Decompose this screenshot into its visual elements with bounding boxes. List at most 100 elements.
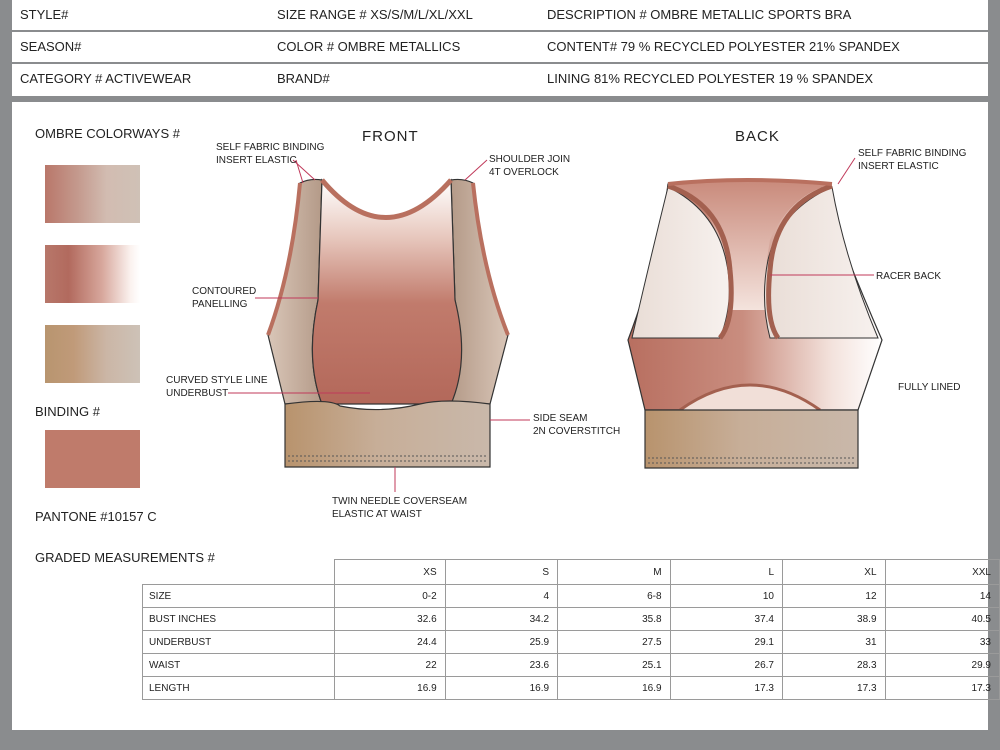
binding-label: BINDING #	[35, 404, 101, 419]
row-label: BUST INCHES	[141, 607, 336, 631]
callout-front-binding-line2: INSERT ELASTIC	[216, 155, 297, 166]
colorways-label: OMBRE COLORWAYS #	[35, 126, 180, 141]
measurement-cell: 40.5	[884, 607, 1000, 631]
measurement-cell: 17.3	[782, 676, 886, 700]
measurement-cell: 35.8	[557, 607, 671, 631]
table-header-blank	[142, 559, 336, 585]
binding-swatch	[45, 430, 140, 488]
callout-shoulder-line1: SHOULDER JOIN	[489, 154, 571, 165]
front-title: FRONT	[362, 128, 419, 145]
back-view	[627, 178, 883, 469]
colorway-swatch-3	[45, 325, 140, 383]
callout-shoulder: SHOULDER JOIN 4T OVERLOCK	[489, 153, 570, 179]
measurement-cell: 14	[884, 584, 1000, 608]
measurement-cell: 0-2	[334, 584, 446, 608]
callout-fully-lined: FULLY LINED	[898, 382, 961, 393]
measurement-cell: 34.2	[444, 607, 559, 631]
content: CONTENT# 79 % RECYCLED POLYESTER 21% SPA…	[547, 39, 900, 54]
header-divider	[12, 96, 988, 102]
callout-twin-needle: TWIN NEEDLE COVERSEAM ELASTIC AT WAIST	[332, 495, 467, 521]
callout-back-binding: SELF FABRIC BINDING INSERT ELASTIC	[858, 147, 966, 173]
row-label: LENGTH	[141, 676, 336, 700]
measurement-cell: 32.6	[334, 607, 446, 631]
measurement-cell: 16.9	[334, 676, 446, 700]
callout-front-binding-line1: SELF FABRIC BINDING	[216, 142, 325, 153]
spec-header: STYLE# SIZE RANGE # XS/S/M/L/XL/XXL DESC…	[12, 0, 988, 100]
frame-left	[0, 0, 12, 750]
callout-back-binding-line1: SELF FABRIC BINDING	[858, 148, 967, 159]
measurement-cell: 16.9	[444, 676, 559, 700]
size-header: XL	[782, 559, 886, 585]
callout-panelling-line2: PANELLING	[192, 299, 248, 310]
callout-side-seam: SIDE SEAM 2N COVERSTITCH	[533, 412, 620, 438]
colorway-swatch-1	[45, 165, 140, 223]
color: COLOR # OMBRE METALLICS	[277, 39, 461, 54]
header-row-2: SEASON# COLOR # OMBRE METALLICS CONTENT#…	[12, 32, 988, 64]
measurement-cell: 17.3	[884, 676, 1000, 700]
measurement-cell: 4	[444, 584, 559, 608]
measurement-cell: 25.9	[444, 630, 559, 654]
measurement-cell: 25.1	[557, 653, 671, 677]
front-view	[266, 178, 510, 468]
measurement-cell: 37.4	[669, 607, 784, 631]
callout-racer-back: RACER BACK	[876, 271, 942, 282]
description: DESCRIPTION # OMBRE METALLIC SPORTS BRA	[547, 7, 852, 22]
callout-shoulder-line2: 4T OVERLOCK	[489, 167, 559, 178]
measurement-cell: 23.6	[444, 653, 559, 677]
lining: LINING 81% RECYCLED POLYESTER 19 % SPAND…	[547, 71, 874, 86]
measurement-cell: 6-8	[557, 584, 671, 608]
size-header: M	[557, 559, 671, 585]
callout-panelling: CONTOURED PANELLING	[192, 285, 256, 311]
measurement-cell: 16.9	[557, 676, 671, 700]
callout-twin-needle-line1: TWIN NEEDLE COVERSEAM	[332, 496, 468, 507]
measurement-cell: 27.5	[557, 630, 671, 654]
measurement-cell: 38.9	[782, 607, 886, 631]
size-header: XXL	[884, 559, 1000, 585]
callout-side-seam-line2: 2N COVERSTITCH	[533, 426, 621, 437]
row-label: SIZE	[141, 584, 336, 608]
callout-panelling-line1: CONTOURED	[192, 286, 257, 297]
measurement-cell: 22	[334, 653, 446, 677]
measurement-cell: 26.7	[669, 653, 784, 677]
size-header: S	[444, 559, 559, 585]
pantone-label: PANTONE #10157 C	[35, 509, 157, 524]
size-range: SIZE RANGE # XS/S/M/L/XL/XXL	[277, 7, 473, 22]
measurement-cell: 17.3	[669, 676, 784, 700]
callout-front-binding: SELF FABRIC BINDING INSERT ELASTIC	[216, 141, 324, 167]
callout-curved-line2: UNDERBUST	[166, 388, 229, 399]
header-row-1: STYLE# SIZE RANGE # XS/S/M/L/XL/XXL DESC…	[12, 0, 988, 32]
size-header: L	[669, 559, 784, 585]
measurement-cell: 33	[884, 630, 1000, 654]
frame-bottom	[0, 730, 1000, 750]
measurement-cell: 31	[782, 630, 886, 654]
callout-back-binding-line2: INSERT ELASTIC	[858, 161, 939, 172]
callout-twin-needle-line2: ELASTIC AT WAIST	[332, 509, 422, 520]
callout-lines	[228, 157, 874, 492]
style-label: STYLE#	[20, 7, 69, 22]
callout-side-seam-line1: SIDE SEAM	[533, 413, 588, 424]
measurement-cell: 29.9	[884, 653, 1000, 677]
size-header: XS	[334, 559, 446, 585]
callout-curved: CURVED STYLE LINE UNDERBUST	[166, 374, 268, 400]
row-label: WAIST	[141, 653, 336, 677]
colorway-swatch-2	[45, 245, 140, 303]
brand-label: BRAND#	[277, 71, 330, 86]
category: CATEGORY # ACTIVEWEAR	[20, 71, 192, 86]
measurement-cell: 12	[782, 584, 886, 608]
measurement-cell: 29.1	[669, 630, 784, 654]
measurement-cell: 24.4	[334, 630, 446, 654]
back-title: BACK	[735, 128, 780, 145]
measurement-cell: 10	[669, 584, 784, 608]
row-label: UNDERBUST	[141, 630, 336, 654]
measurement-cell: 28.3	[782, 653, 886, 677]
season-label: SEASON#	[20, 39, 82, 54]
callout-curved-line1: CURVED STYLE LINE	[166, 375, 268, 386]
